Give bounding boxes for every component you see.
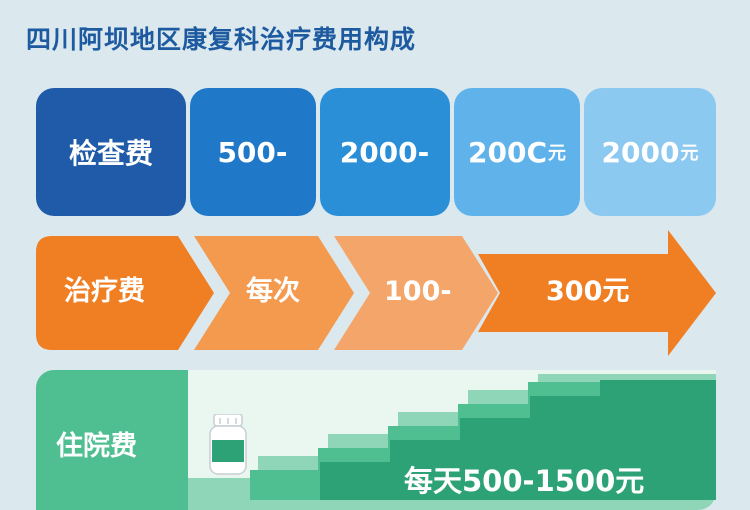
treatment-step-per-session: 每次 — [246, 276, 300, 307]
hospital-fee-value: 每天500-1500元 — [404, 464, 645, 498]
exam-fee-cell-4: 2000 元 — [584, 88, 716, 216]
treatment-step-min: 100- — [384, 276, 452, 307]
treatment-big-arrow — [478, 230, 716, 356]
exam-fee-cell-2: 2000- — [320, 88, 450, 216]
exam-fee-value: 200C — [468, 135, 547, 169]
treatment-step-chevron-1 — [194, 236, 354, 350]
hospital-fee-label: 住院费 — [56, 431, 137, 462]
exam-fee-cell-3: 200C 元 — [454, 88, 580, 216]
exam-fee-unit: 元 — [680, 143, 699, 164]
exam-fee-value: 500- — [217, 135, 288, 169]
stair-step-dark — [320, 380, 716, 500]
exam-fee-label-box: 检查费 — [36, 88, 186, 216]
hospital-fee-label-box — [36, 370, 188, 510]
exam-fee-cell-1: 500- — [190, 88, 316, 216]
treatment-step-max: 300元 — [546, 276, 630, 307]
treatment-fee-label: 治疗费 — [64, 276, 145, 307]
treatment-label-chevron — [36, 236, 214, 350]
page-title: 四川阿坝地区康复科治疗费用构成 — [26, 25, 417, 54]
treatment-arrow-row — [36, 230, 716, 356]
exam-fee-value: 2000- — [339, 135, 430, 169]
exam-fee-label: 检查费 — [68, 137, 153, 170]
exam-fee-value: 2000 — [601, 135, 680, 169]
exam-fee-unit: 元 — [548, 143, 566, 164]
treatment-step-chevron-2 — [334, 236, 498, 350]
medicine-bottle-icon — [209, 414, 247, 475]
